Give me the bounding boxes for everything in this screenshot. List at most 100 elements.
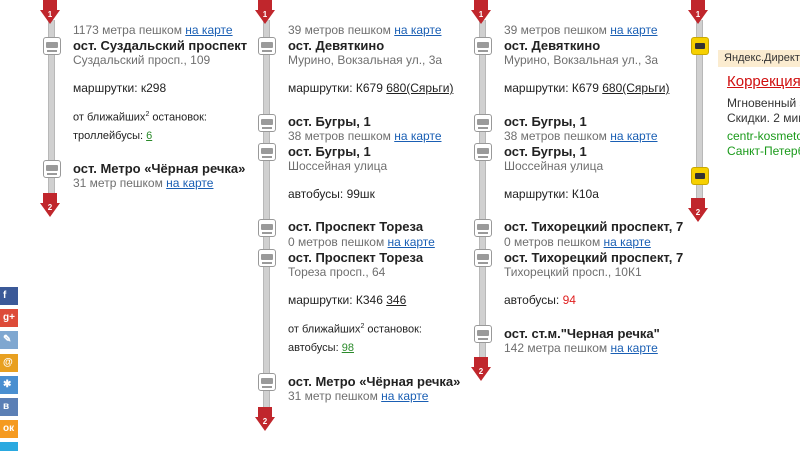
stop-address: Мурино, Вокзальная ул., 3а: [504, 53, 659, 67]
end-marker-icon: 2: [255, 407, 275, 431]
start-marker-icon: 1: [688, 0, 708, 24]
bus-icon: [258, 114, 276, 132]
facebook-glyph: f: [3, 290, 7, 301]
stop-address: Тихорецкий просп., 10К1: [504, 265, 642, 279]
map-link[interactable]: на карте: [166, 176, 214, 190]
walk-distance: 39 метров пешком на карте: [288, 23, 442, 37]
end-marker-label: 2: [479, 367, 484, 376]
stop-address: Шоссейная улица: [288, 159, 388, 173]
map-link[interactable]: на карте: [394, 129, 442, 143]
map-link[interactable]: на карте: [610, 23, 658, 37]
bus-icon: [258, 249, 276, 267]
transport-info: маршрутки: К346 346: [288, 293, 406, 307]
nearby-stops-label: от ближайших2 остановок:: [288, 323, 422, 336]
map-link[interactable]: на карте: [387, 235, 435, 249]
map-link[interactable]: на карте: [603, 235, 651, 249]
twitter-icon[interactable]: [0, 442, 18, 451]
map-link[interactable]: на карте: [610, 129, 658, 143]
start-marker-label: 1: [263, 10, 268, 19]
stop-name: ост. Метро «Чёрная речка»: [288, 374, 461, 389]
route-3: 1 2 39 метров пешком на карте ост. Девят…: [467, 0, 687, 451]
stop-name: ост. Проспект Тореза: [288, 250, 424, 265]
stop-address: Суздальский просп., 109: [73, 53, 211, 67]
walk-distance: 142 метра пешком на карте: [504, 341, 658, 355]
nearby-type: автобусы:: [288, 342, 339, 354]
nearby-label-text: от ближайших: [288, 323, 361, 336]
map-link[interactable]: на карте: [610, 341, 658, 355]
walk-text: 39 метров пешком: [504, 23, 607, 37]
stop-address: Шоссейная улица: [504, 159, 604, 173]
ad-domain-link[interactable]: centr-kosmetol: [727, 129, 800, 143]
google-plus-icon[interactable]: g+: [0, 309, 18, 327]
ad-text: Скидки. 2 мин: [727, 111, 800, 125]
map-link[interactable]: на карте: [394, 23, 442, 37]
transport-info: автобусы: 99шк: [288, 187, 375, 201]
route-number-link[interactable]: 98: [341, 342, 354, 354]
transport-info: автобусы: 94: [504, 293, 576, 307]
bus-icon: [258, 373, 276, 391]
route-1: 1 2 1173 метра пешком на карте ост. Сузд…: [36, 0, 256, 451]
stop-name: ост. Бугры, 1: [288, 114, 371, 129]
mail-icon[interactable]: @: [0, 354, 18, 372]
nearby-label-text: от ближайших: [73, 111, 146, 124]
ad-text: Мгновенный э: [727, 96, 800, 110]
bus-icon: [43, 37, 61, 55]
route-number: 94: [562, 293, 576, 307]
nearby-stops-label: от ближайших2 остановок:: [73, 111, 207, 124]
end-marker-icon: 2: [688, 198, 708, 222]
walk-text: 0 метров пешком: [504, 235, 601, 249]
transport-info: маршрутки: К10а: [504, 187, 599, 201]
stop-name: ост. ст.м."Черная речка": [504, 326, 660, 341]
start-marker-icon: 1: [40, 0, 60, 24]
stop-address: Мурино, Вокзальная ул., 3а: [288, 53, 443, 67]
settings-icon[interactable]: ✱: [0, 376, 18, 394]
walk-text: 39 метров пешком: [288, 23, 391, 37]
transport-text: маршрутки: К679: [288, 81, 383, 95]
transport-info: маршрутки: К679 680(Сярьги): [288, 81, 453, 95]
walk-distance: 39 метров пешком на карте: [504, 23, 658, 37]
end-marker-label: 2: [48, 203, 53, 212]
livejournal-glyph: ✎: [3, 334, 12, 345]
stop-name: ост. Бугры, 1: [504, 114, 587, 129]
end-marker-label: 2: [263, 417, 268, 426]
walk-text: 38 метров пешком: [504, 129, 607, 143]
route-number-link[interactable]: 346: [386, 293, 407, 307]
livejournal-icon[interactable]: ✎: [0, 331, 18, 349]
stop-name: ост. Метро «Чёрная речка»: [73, 161, 246, 176]
stop-name: ост. Тихорецкий проспект, 7: [504, 250, 684, 265]
transport-text: маршрутки: К346: [288, 293, 383, 307]
walk-distance: 31 метр пешком на карте: [73, 176, 213, 190]
facebook-icon[interactable]: f: [0, 287, 18, 305]
walk-text: 142 метра пешком: [504, 341, 608, 355]
odnoklassniki-icon[interactable]: ок: [0, 420, 18, 438]
route-number-link[interactable]: 680(Сярьги): [386, 81, 454, 95]
stop-name: ост. Суздальский проспект: [73, 38, 248, 53]
walk-distance: 38 метров пешком на карте: [504, 129, 658, 143]
map-link[interactable]: на карте: [381, 389, 429, 403]
bus-icon: [474, 325, 492, 343]
bus-icon: [258, 219, 276, 237]
nearby-transport: троллейбусы: 6: [73, 130, 152, 142]
bus-icon: [43, 160, 61, 178]
bus-icon: [474, 114, 492, 132]
map-link[interactable]: на карте: [185, 23, 233, 37]
walk-distance: 0 метров пешком на карте: [504, 235, 651, 249]
walk-distance: 38 метров пешком на карте: [288, 129, 442, 143]
ad-title-link[interactable]: Коррекция: [727, 73, 800, 90]
route-number-link[interactable]: 680(Сярьги): [602, 81, 670, 95]
stop-name: ост. Девяткино: [504, 38, 601, 53]
vk-icon[interactable]: в: [0, 398, 18, 416]
end-marker-label: 2: [696, 208, 701, 217]
route-line: [696, 20, 703, 206]
bus-icon: [474, 219, 492, 237]
transport-info: маршрутки: К679 680(Сярьги): [504, 81, 669, 95]
walk-text: 38 метров пешком: [288, 129, 391, 143]
nearby-suffix-text: остановок:: [152, 111, 207, 124]
stop-name: ост. Тихорецкий проспект, 7: [504, 219, 684, 234]
stop-name: ост. Бугры, 1: [504, 144, 587, 159]
route-number-link[interactable]: 6: [146, 130, 153, 142]
bus-icon: [474, 143, 492, 161]
walk-text: 31 метр пешком: [73, 176, 163, 190]
start-marker-icon: 1: [255, 0, 275, 24]
walk-distance: 0 метров пешком на карте: [288, 235, 435, 249]
